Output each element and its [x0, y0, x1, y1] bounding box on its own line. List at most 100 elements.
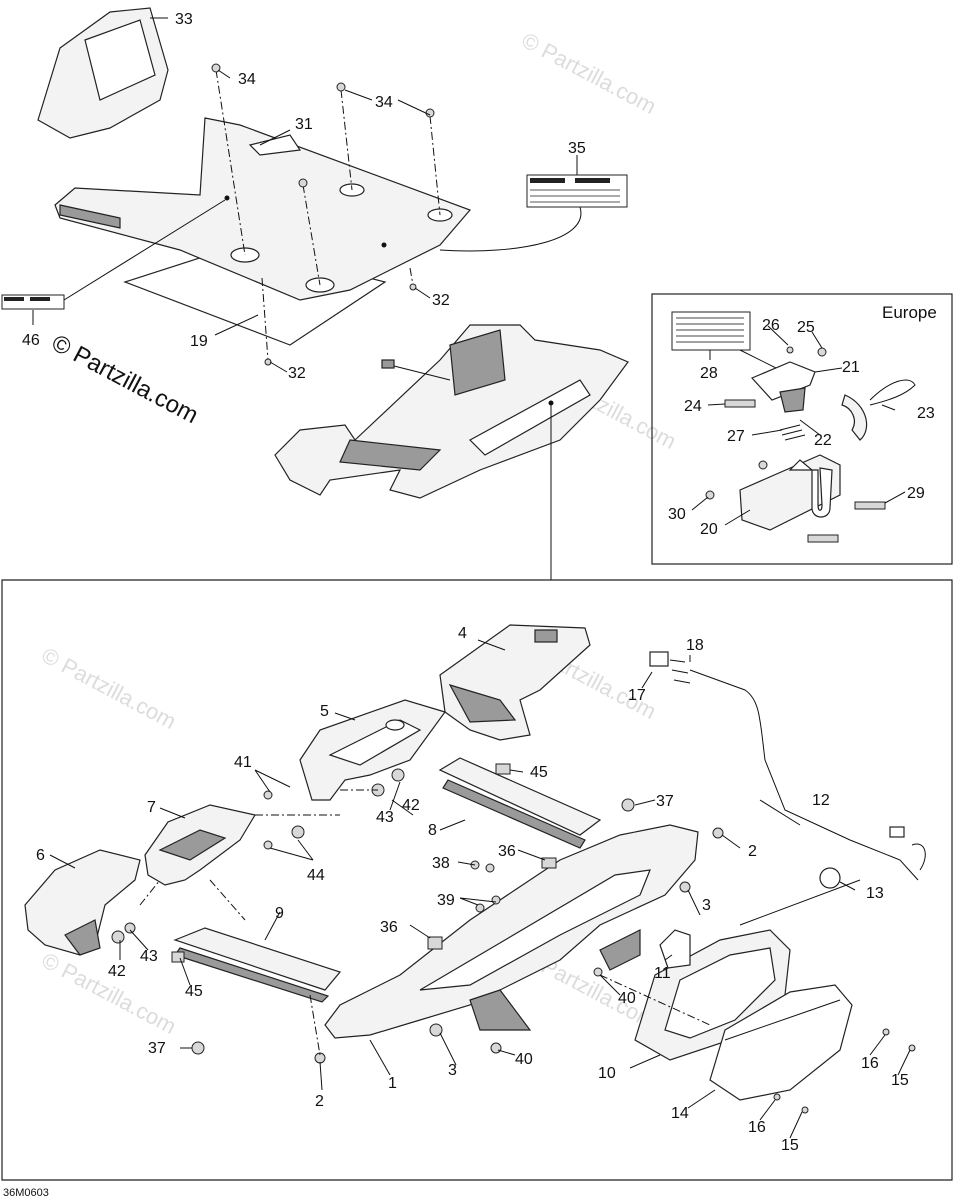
callout-32: 32 [432, 292, 450, 309]
callout-40: 40 [618, 990, 636, 1007]
part-1-main-body [324, 824, 699, 1039]
screw-icon [475, 903, 485, 913]
part-33-cover [37, 7, 169, 139]
nut-icon [427, 936, 443, 950]
callout-43: 43 [140, 948, 158, 965]
nut-icon [773, 1093, 781, 1101]
screw-icon [425, 108, 435, 118]
part-6-pad [24, 849, 141, 956]
nut-icon [541, 857, 557, 869]
callout-23: 23 [917, 405, 935, 422]
callout-31: 31 [295, 116, 313, 133]
callout-5: 5 [320, 703, 329, 720]
screw-icon [263, 840, 273, 850]
watermark-faint-4: © Partzilla.com [38, 947, 181, 1039]
top-rack-assembly [274, 324, 629, 580]
callout-9: 9 [275, 905, 284, 922]
callout-45: 45 [185, 983, 203, 1000]
connector-icon [381, 359, 395, 369]
callout-15: 15 [781, 1137, 799, 1154]
part-7-bracket [144, 804, 256, 886]
europe-label: Europe [882, 303, 937, 322]
sticker-35 [381, 155, 628, 252]
callout-12: 12 [812, 792, 830, 809]
nut-icon [758, 460, 768, 470]
callout-8: 8 [428, 822, 437, 839]
nut-icon [264, 358, 272, 366]
part-5-bracket [299, 699, 446, 801]
callout-13: 13 [866, 885, 884, 902]
screw-icon [485, 863, 495, 873]
part-17-connector [649, 651, 691, 684]
lower-hardware [111, 763, 916, 1114]
lower-frame [1, 579, 953, 1181]
callout-33: 33 [175, 11, 193, 28]
callout-11: 11 [654, 965, 671, 982]
watermark-faint-1: © Partzilla.com [518, 27, 661, 119]
part-14-lens [709, 984, 853, 1101]
part-4-bracket [439, 624, 591, 741]
nut-icon [111, 930, 125, 944]
screw-icon [621, 798, 635, 812]
callout-1: 1 [388, 1075, 397, 1092]
callout-37: 37 [656, 793, 674, 810]
callout-6: 6 [36, 847, 45, 864]
callout-25: 25 [797, 319, 815, 336]
callout-15: 15 [891, 1072, 909, 1089]
callout-4: 4 [458, 625, 467, 642]
callout-32: 32 [288, 365, 306, 382]
callout-41: 41 [234, 754, 252, 771]
sticker-46 [1, 195, 230, 325]
part-11-clip [659, 929, 691, 969]
nut-icon [495, 763, 511, 775]
lower-dash-lines [139, 789, 711, 1056]
nut-icon [882, 1028, 890, 1036]
callout-labels: 33 34 34 31 35 32 46 19 32 26 25 21 28 2… [22, 11, 935, 1154]
lower-leaders [49, 639, 911, 1139]
callout-40: 40 [515, 1051, 533, 1068]
watermark-faint-2: © Partzilla.com [38, 642, 181, 734]
screw-icon [786, 346, 794, 354]
nut-icon [391, 768, 405, 782]
callout-37: 37 [148, 1040, 166, 1057]
callout-3: 3 [702, 897, 711, 914]
callout-29: 29 [907, 485, 925, 502]
callout-46: 46 [22, 332, 40, 349]
screw-icon [908, 1044, 916, 1052]
nut-icon [429, 1023, 443, 1037]
europe-inset-frame [651, 293, 953, 565]
callout-10: 10 [598, 1065, 616, 1082]
nut-icon [291, 825, 305, 839]
part-12-harness [689, 669, 926, 881]
nut-icon [817, 347, 827, 357]
callout-28: 28 [700, 365, 718, 382]
callout-42: 42 [402, 797, 420, 814]
top-dash-lines [215, 69, 441, 361]
callout-35: 35 [568, 140, 586, 157]
callout-24: 24 [684, 398, 702, 415]
part-10-lamp-housing [634, 929, 791, 1061]
callout-43: 43 [376, 809, 394, 826]
part-31-tray [54, 117, 472, 301]
callout-30: 30 [668, 506, 686, 523]
callout-38: 38 [432, 855, 450, 872]
callout-7: 7 [147, 799, 156, 816]
callout-18: 18 [686, 637, 704, 654]
callout-16: 16 [861, 1055, 879, 1072]
callout-45: 45 [530, 764, 548, 781]
callout-19: 19 [190, 333, 208, 350]
nut-icon [124, 922, 136, 934]
callout-2: 2 [315, 1093, 324, 1110]
watermark-main: © Partzilla.com [47, 329, 202, 429]
callout-14: 14 [671, 1105, 689, 1122]
callout-34: 34 [375, 94, 393, 111]
part-8-rail [438, 757, 602, 849]
top-leaders [214, 69, 431, 373]
nut-icon [679, 881, 691, 893]
callout-20: 20 [700, 521, 718, 538]
callout-36: 36 [380, 919, 398, 936]
callout-22: 22 [814, 432, 832, 449]
nut-icon [409, 283, 417, 291]
callout-39: 39 [437, 892, 455, 909]
